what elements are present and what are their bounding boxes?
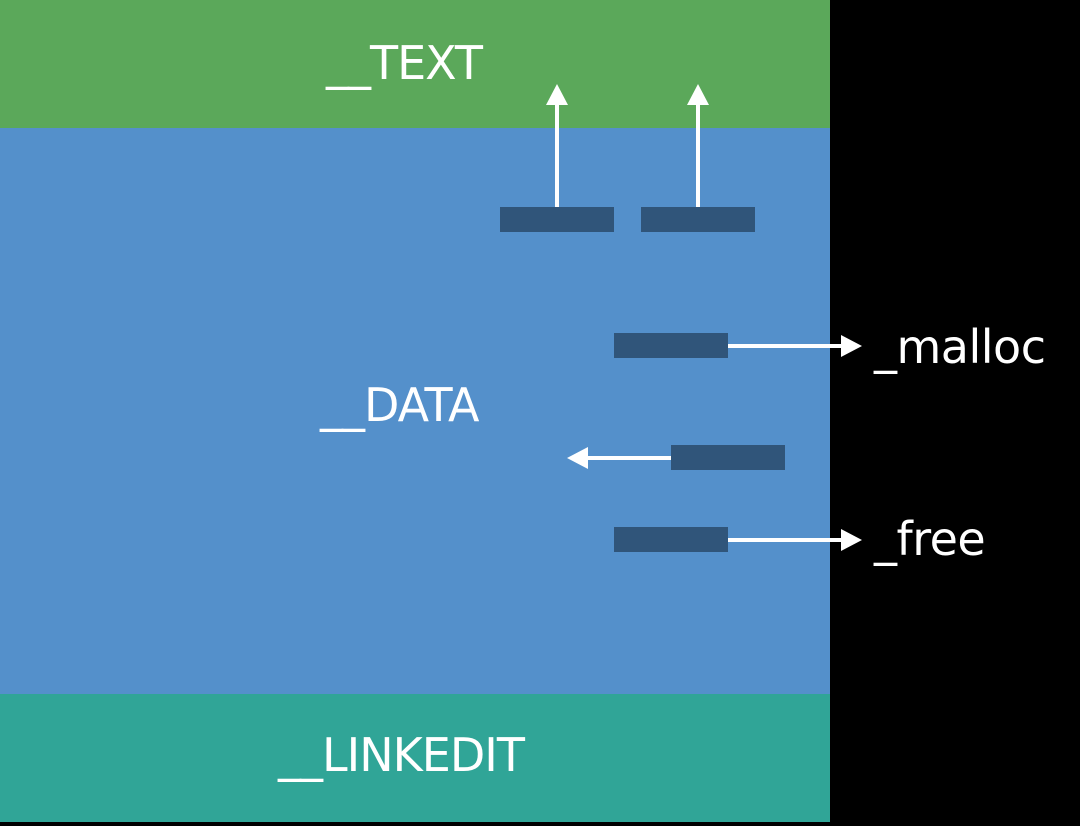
- linkedit-segment-label: __LINKEDIT: [278, 728, 525, 782]
- pointer-malloc: [614, 333, 728, 358]
- pointer-text-1: [500, 207, 614, 232]
- pointer-free: [614, 527, 728, 552]
- data-segment-label: __DATA: [320, 378, 480, 432]
- linkedit-segment: [0, 694, 830, 822]
- free-symbol-label: _free: [874, 512, 986, 566]
- text-segment: [0, 0, 830, 128]
- malloc-symbol-label: _malloc: [874, 320, 1046, 374]
- text-segment-label: __TEXT: [326, 36, 483, 90]
- pointer-text-2: [641, 207, 755, 232]
- pointer-internal: [671, 445, 785, 470]
